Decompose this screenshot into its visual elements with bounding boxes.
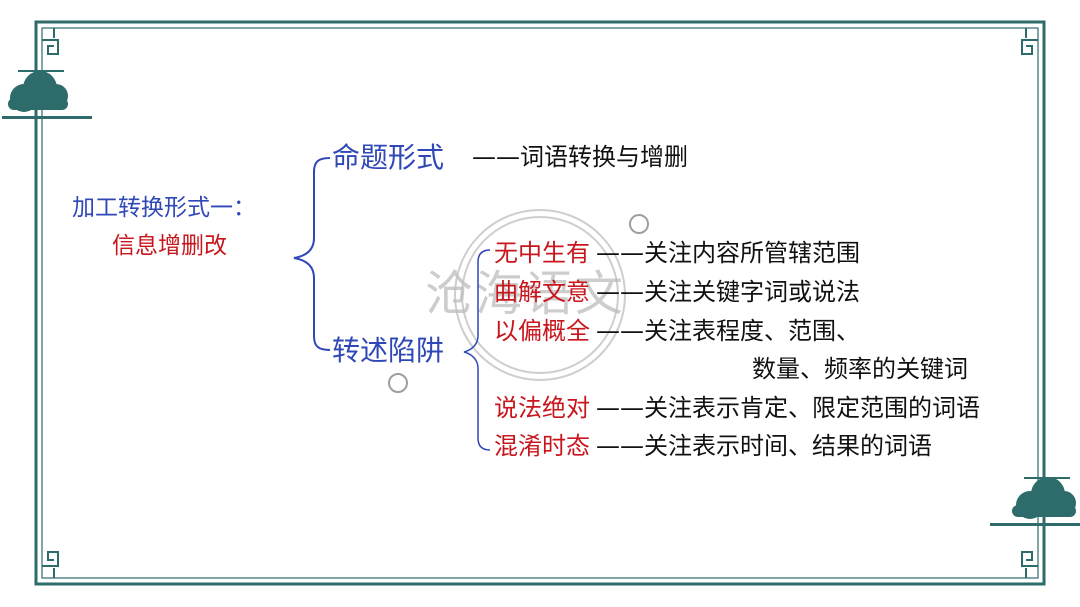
branch-desc-proposition-form: ——词语转换与增删 xyxy=(472,143,688,171)
trap-desc: ——关注关键字词或说法 xyxy=(596,278,860,306)
trap-term: 无中生有 xyxy=(494,239,590,267)
trap-term: 以偏概全 xyxy=(494,317,590,345)
watermark-text: 沧海语文 xyxy=(425,266,626,322)
fret-corner-icon xyxy=(42,551,59,578)
root-title: 加工转换形式一： xyxy=(72,195,256,221)
trap-term: 混淆时态 xyxy=(494,432,590,460)
trap-desc: ——关注内容所管辖范围 xyxy=(596,239,860,267)
branch-label-proposition-form: 命题形式 xyxy=(332,141,445,174)
fret-corner-icon xyxy=(1021,551,1038,578)
root-subtitle: 信息增删改 xyxy=(112,233,227,259)
fret-corner-icon xyxy=(42,28,59,55)
branch-label-paraphrase-trap: 转述陷阱 xyxy=(332,334,445,367)
cloud-icon xyxy=(990,477,1080,526)
trap-term: 说法绝对 xyxy=(494,394,590,422)
trap-term: 曲解文意 xyxy=(494,278,590,306)
trap-desc-continued: 数量、频率的关键词 xyxy=(752,355,968,383)
fret-corner-icon xyxy=(1021,28,1038,55)
cloud-icon xyxy=(2,70,92,119)
trap-desc: ——关注表示时间、结果的词语 xyxy=(596,432,932,460)
trap-desc: ——关注表示肯定、限定范围的词语 xyxy=(596,394,980,422)
trap-desc: ——关注表程度、范围、 xyxy=(596,317,860,345)
